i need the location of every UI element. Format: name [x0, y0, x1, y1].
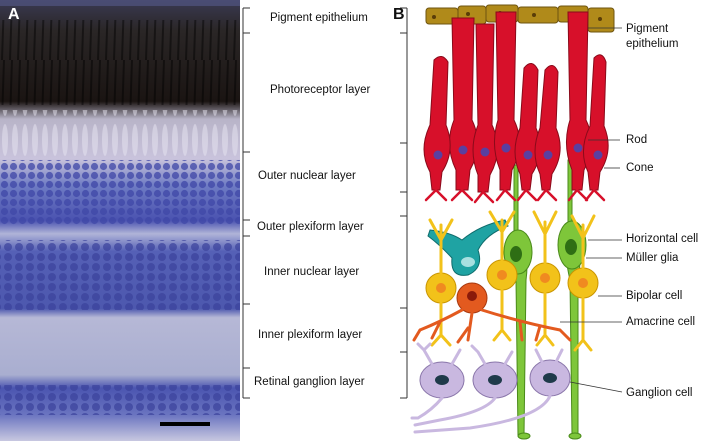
layer-label-inner-nuclear: Inner nuclear layer — [264, 266, 360, 278]
layer-label-retinal-ganglion: Retinal ganglion layer — [254, 376, 365, 388]
layer-label-photoreceptor: Photoreceptor layer — [270, 84, 371, 96]
histology-micrograph — [0, 0, 240, 441]
cell-label-amacrine: Amacrine cell — [626, 316, 696, 328]
cell-label-rod: Rod — [626, 134, 648, 146]
amacrine-cell — [412, 282, 572, 344]
layer-label-outer-plexiform: Outer plexiform layer — [257, 221, 364, 233]
layer-label-pigment-epithelium: Pigment epithelium — [270, 12, 368, 24]
layer-label-outer-nuclear: Outer nuclear layer — [258, 170, 356, 182]
cell-label-ganglion: Ganglion cell — [626, 387, 693, 399]
panel-a-letter: A — [8, 6, 20, 23]
panel-b-letter: B — [393, 6, 405, 23]
cell-label-pigment-line2: epithelium — [626, 38, 679, 50]
cell-label-cone: Cone — [626, 162, 654, 174]
cell-label-horizontal: Horizontal cell — [626, 233, 699, 245]
scale-bar — [160, 422, 210, 426]
horizontal-cell — [427, 219, 509, 276]
cell-label-pigment-line1: Pigment — [626, 23, 669, 35]
cone-cells — [423, 54, 609, 191]
cell-label-bipolar: Bipolar cell — [626, 290, 683, 302]
layer-label-inner-plexiform: Inner plexiform layer — [258, 329, 363, 341]
cell-label-muller: Müller glia — [626, 252, 679, 264]
cell-label-pigment-epithelium: Pigment epithelium — [626, 22, 678, 52]
rod-cells — [449, 11, 592, 193]
bipolar-cells — [425, 210, 599, 352]
